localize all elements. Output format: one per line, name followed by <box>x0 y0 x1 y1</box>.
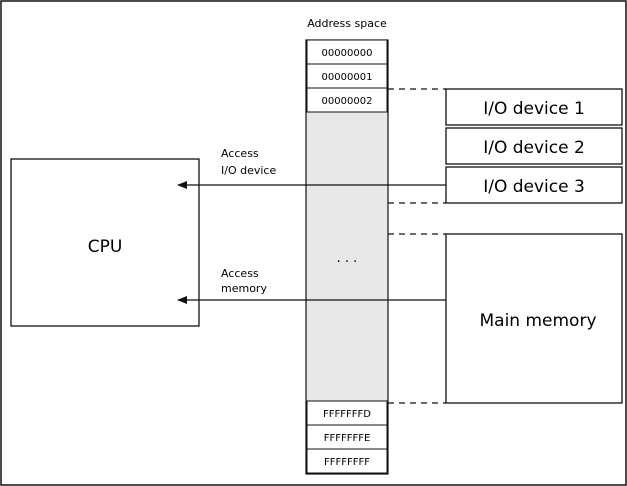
io-device-group: I/O device 1 I/O device 2 I/O device 3 <box>445 88 623 204</box>
io-device-3-box <box>445 166 623 204</box>
io-device-1-label: I/O device 1 <box>483 99 585 119</box>
cpu-box <box>10 158 200 327</box>
bottom-address-cells: FFFFFFFD FFFFFFFE FFFFFFFF <box>306 400 388 474</box>
io-device-3-label: I/O device 3 <box>483 177 585 197</box>
address-label: 00000000 <box>322 48 373 59</box>
address-cell <box>306 63 388 89</box>
access-memory-label-line1: Access <box>221 267 259 280</box>
address-cell <box>306 424 388 450</box>
address-label: FFFFFFFE <box>324 433 371 444</box>
access-io-label-line1: Access <box>221 147 259 160</box>
address-space-title: Address space <box>307 17 387 30</box>
io-device-2-label: I/O device 2 <box>483 138 585 158</box>
address-ellipsis: . . . <box>337 251 358 266</box>
address-label: 00000002 <box>322 96 373 107</box>
address-label: 00000001 <box>322 72 373 83</box>
access-memory-label-line2: memory <box>221 282 267 295</box>
main-memory-box <box>445 233 623 404</box>
top-address-cells: 00000000 00000001 00000002 <box>306 39 388 113</box>
address-label: FFFFFFFD <box>323 409 371 420</box>
io-device-2-box <box>445 127 623 165</box>
address-cell <box>306 448 388 474</box>
mapping-dashed-lines <box>388 88 446 404</box>
main-memory-label: Main memory <box>479 311 596 331</box>
access-io-label-line2: I/O device <box>221 164 276 177</box>
cpu-label: CPU <box>88 237 123 257</box>
address-label: FFFFFFFF <box>324 457 370 468</box>
address-cell <box>306 87 388 113</box>
io-device-1-box <box>445 88 623 126</box>
